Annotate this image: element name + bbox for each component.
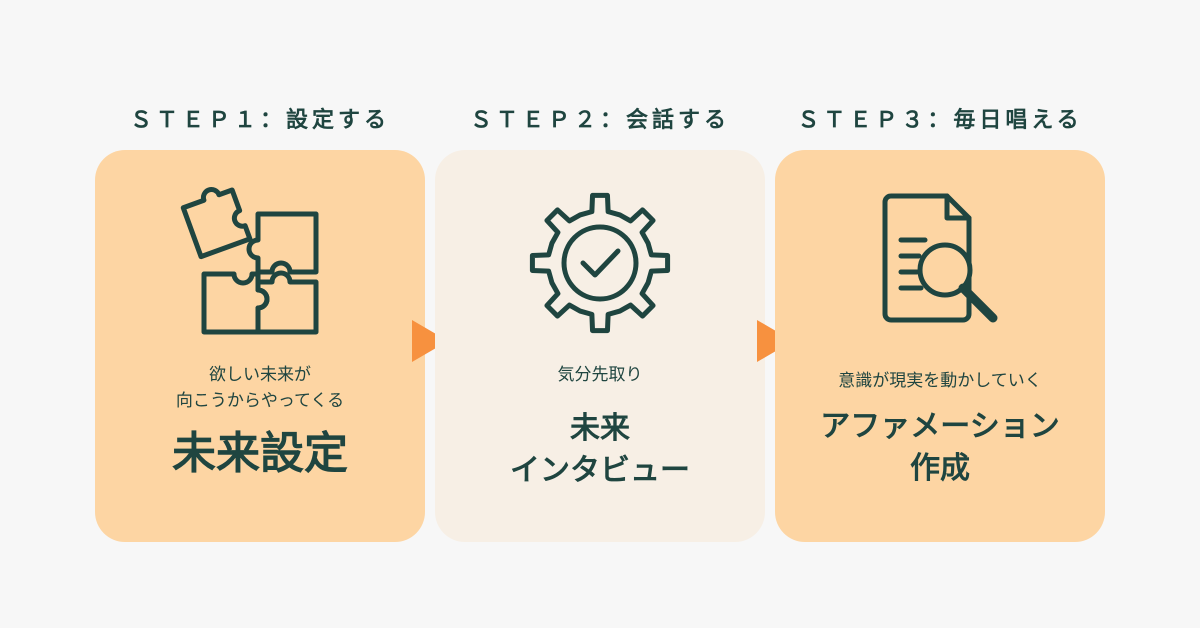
- step3-title: ＳＴＥＰ３：毎日唱える: [797, 108, 1083, 133]
- step3-main-text-line2: 作成: [910, 451, 970, 486]
- step1-main-text: 未来設定: [172, 428, 348, 479]
- step3-card: 意識が現実を動かしていく アファメーション 作成: [775, 150, 1105, 542]
- step2-main-text-line2: インタビュー: [510, 453, 690, 488]
- puzzle-icon: [180, 187, 319, 335]
- step1-card: 欲しい未来が 向こうからやってくる 未来設定: [95, 150, 425, 542]
- step2-subtext: 気分先取り: [557, 365, 643, 385]
- step3-main-text-line1: アファメーション: [820, 409, 1060, 444]
- step1-subtext-line1: 欲しい未来が: [209, 365, 311, 385]
- step2-main-text-line1: 未来: [570, 411, 630, 446]
- step3-subtext: 意識が現実を動かしていく: [838, 371, 1042, 391]
- step2-title: ＳＴＥＰ２：会話する: [469, 108, 730, 133]
- step1-subtext-line2: 向こうからやってくる: [175, 391, 345, 411]
- document-search-icon: [882, 193, 998, 323]
- step2-card: 気分先取り 未来 インタビュー: [435, 150, 765, 542]
- step1-title: ＳＴＥＰ１：設定する: [129, 108, 390, 133]
- gear-check-icon: [529, 192, 671, 334]
